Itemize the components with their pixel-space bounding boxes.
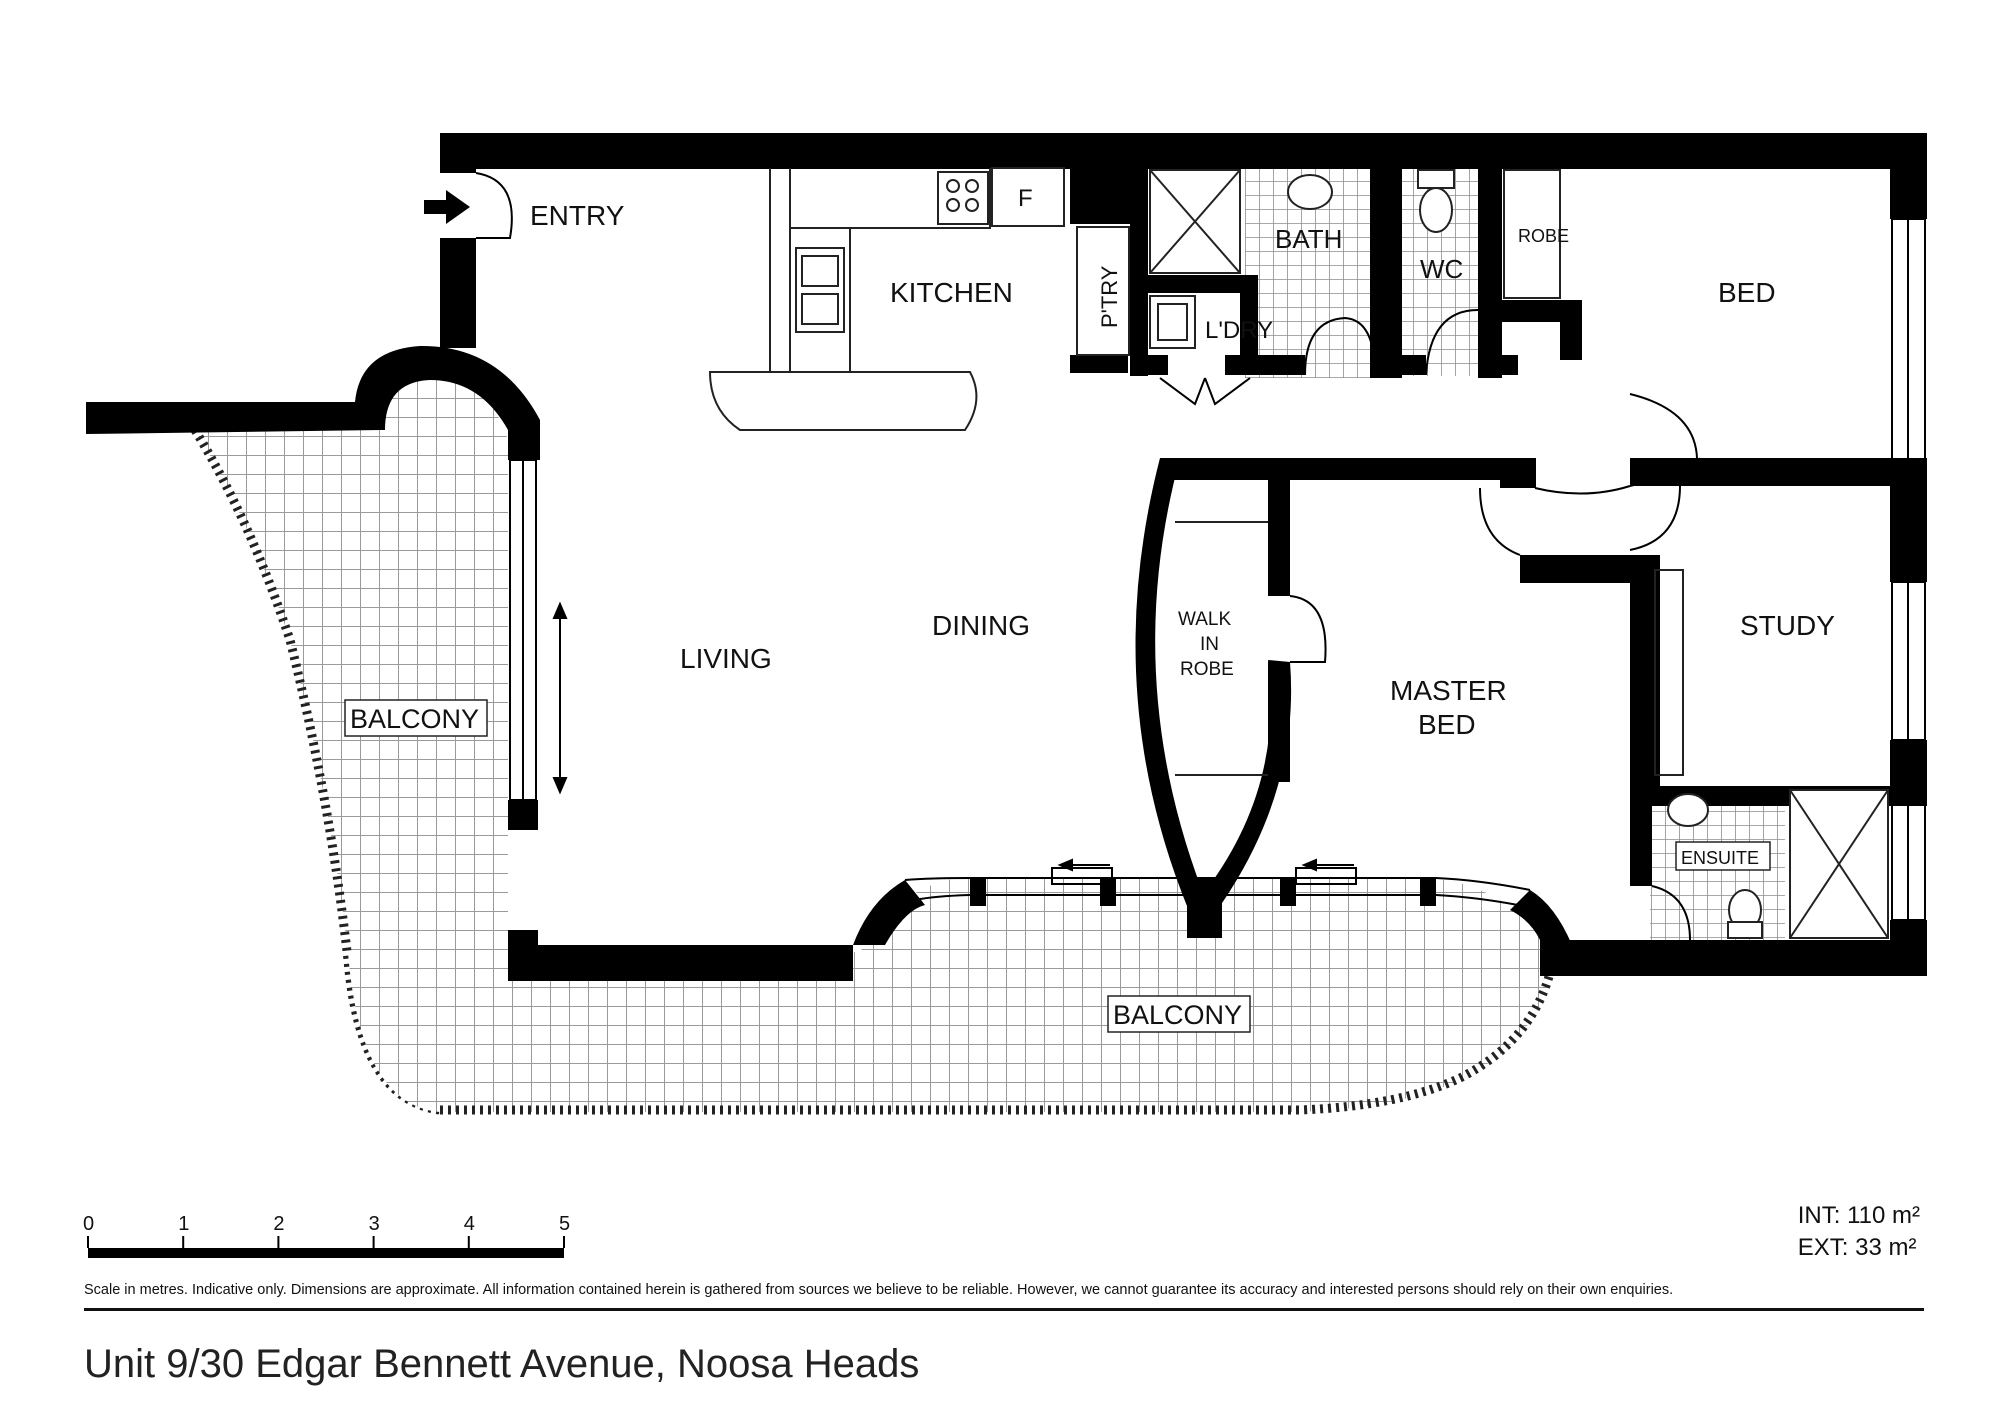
- scale-tick-label: 5: [559, 1213, 570, 1235]
- label-walk-in-robe-1: WALK: [1178, 609, 1231, 630]
- scale-bar: 0 1 2 3 4 5: [83, 1213, 570, 1258]
- label-balcony-west-box: BALCONY: [344, 699, 488, 737]
- label-balcony-west: BALCONY: [350, 704, 479, 734]
- label-walk-in-robe-3: ROBE: [1180, 659, 1234, 680]
- scale-tick-label: 1: [178, 1213, 189, 1235]
- kitchen-fixtures: [708, 167, 1130, 431]
- external-area: EXT: 33 m²: [1797, 1234, 1917, 1261]
- label-ensuite: ENSUITE: [1681, 848, 1759, 868]
- label-master-bed-1: MASTER: [1390, 675, 1507, 706]
- label-living: LIVING: [680, 643, 772, 674]
- label-walk-in-robe-2: IN: [1200, 634, 1219, 655]
- room-labels: ENTRY F KITCHEN P'TRY BATH L'DRY WC ROBE…: [344, 185, 1835, 1033]
- door-swings: [475, 172, 1701, 941]
- sliding-door-arrows: [552, 601, 1354, 872]
- label-wc: WC: [1420, 254, 1463, 284]
- windows: [509, 218, 1926, 921]
- scale-tick-label: 4: [464, 1213, 475, 1235]
- divider: [84, 1308, 1924, 1311]
- label-laundry: L'DRY: [1205, 317, 1273, 344]
- entry-arrow-icon: [424, 190, 470, 224]
- label-fridge: F: [1018, 185, 1033, 212]
- label-entry: ENTRY: [530, 200, 625, 231]
- scale-tick-label: 0: [83, 1213, 94, 1235]
- scale-tick-label: 3: [369, 1213, 380, 1235]
- label-ensuite-box: ENSUITE: [1675, 841, 1771, 871]
- bath-fixtures: [1149, 169, 1889, 939]
- scale-tick-label: 2: [273, 1213, 284, 1235]
- walls: [86, 133, 1927, 981]
- property-address: Unit 9/30 Edgar Bennett Avenue, Noosa He…: [84, 1342, 920, 1386]
- wardrobe-lines: [1175, 521, 1684, 776]
- label-balcony-south-box: BALCONY: [1107, 995, 1251, 1033]
- label-master-bed-2: BED: [1418, 709, 1476, 740]
- label-bath: BATH: [1275, 224, 1342, 254]
- scale-ticks: 0 1 2 3 4 5: [83, 1213, 570, 1248]
- internal-area: INT: 110 m²: [1797, 1202, 1920, 1229]
- label-dining: DINING: [932, 610, 1030, 641]
- label-pantry: P'TRY: [1097, 265, 1122, 328]
- area-summary: INT: 110 m² EXT: 33 m²: [1798, 1200, 1920, 1264]
- balcony-south-area: [348, 878, 1557, 1115]
- disclaimer: Scale in metres. Indicative only. Dimens…: [84, 1282, 1674, 1298]
- scale-bar-line: [88, 1248, 564, 1258]
- label-study: STUDY: [1740, 610, 1835, 641]
- label-bed: BED: [1718, 277, 1776, 308]
- label-robe: ROBE: [1518, 226, 1569, 246]
- label-kitchen: KITCHEN: [890, 277, 1013, 308]
- label-balcony-south: BALCONY: [1113, 1000, 1242, 1030]
